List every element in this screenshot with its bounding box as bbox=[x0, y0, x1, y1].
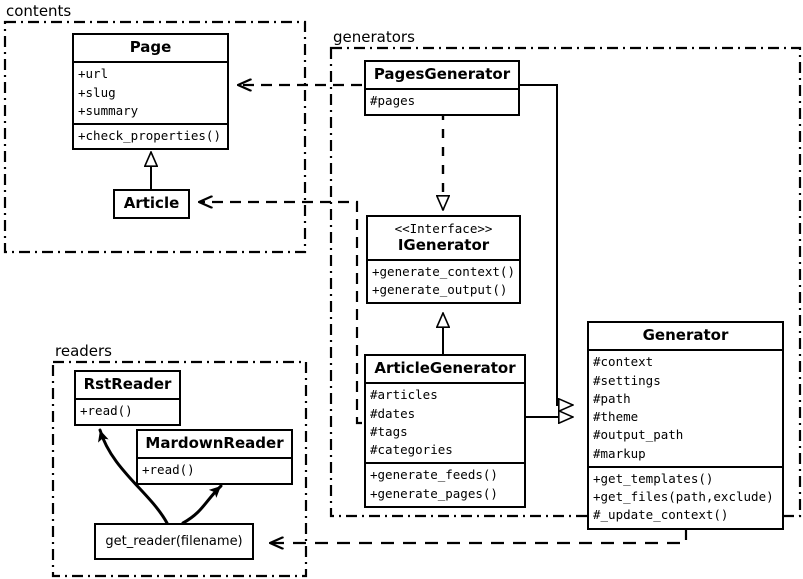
class-attributes-article-generator: #articles #dates #tags #categories bbox=[366, 382, 524, 462]
attribute-output-path: #output_path bbox=[593, 427, 684, 443]
package-label-contents: contents bbox=[4, 2, 74, 20]
class-title-article: Article bbox=[123, 194, 180, 212]
operation-generate-feeds: +generate_feeds() bbox=[370, 467, 498, 483]
operation-generate-context: +generate_context() bbox=[372, 263, 515, 279]
attribute-context: #context bbox=[593, 354, 654, 370]
edge-get-reader-to-mardownreader bbox=[181, 484, 223, 525]
class-box-rst-reader[interactable]: RstReader +read() bbox=[74, 370, 181, 426]
class-title-generator: Generator bbox=[642, 326, 729, 344]
operation-generate-pages: +generate_pages() bbox=[370, 485, 498, 501]
class-box-article-generator[interactable]: ArticleGenerator #articles #dates #tags … bbox=[364, 354, 526, 508]
attribute-slug: +slug bbox=[78, 84, 116, 100]
operation-get-files: +get_files(path,exclude) bbox=[593, 489, 774, 504]
operation-generate-output: +generate_output() bbox=[372, 282, 508, 298]
attribute-url: +url bbox=[78, 66, 109, 82]
class-box-mardown-reader[interactable]: MardownReader +read() bbox=[136, 429, 293, 485]
attribute-tags: #tags bbox=[370, 423, 408, 439]
class-box-igenerator[interactable]: <<Interface>> IGenerator +generate_conte… bbox=[366, 215, 521, 305]
class-box-generator[interactable]: Generator #context #settings #path #them… bbox=[587, 321, 784, 530]
class-title-rst-reader: RstReader bbox=[83, 375, 172, 393]
package-label-generators: generators bbox=[331, 28, 417, 46]
class-box-pages-generator[interactable]: PagesGenerator #pages bbox=[364, 60, 520, 116]
attribute-settings: #settings bbox=[593, 372, 661, 388]
function-box-get-reader[interactable]: get_reader(filename) bbox=[94, 523, 254, 560]
package-label-readers: readers bbox=[53, 342, 114, 360]
class-stereotype-igenerator: <<Interface>> bbox=[394, 221, 493, 236]
attribute-categories: #categories bbox=[370, 442, 453, 457]
class-operations-rst-reader: +read() bbox=[76, 398, 179, 423]
attribute-articles: #articles bbox=[370, 387, 438, 403]
attribute-dates: #dates bbox=[370, 405, 416, 421]
function-label-get-reader: get_reader(filename) bbox=[105, 534, 243, 549]
attribute-theme: #theme bbox=[593, 409, 639, 424]
attribute-path: #path bbox=[593, 390, 631, 406]
attribute-markup: #markup bbox=[593, 445, 646, 461]
operation-get-templates: +get_templates() bbox=[593, 470, 714, 486]
operation-check-properties: +check_properties() bbox=[78, 128, 221, 143]
class-box-page[interactable]: Page +url +slug +summary +check_properti… bbox=[72, 33, 229, 151]
class-title-igenerator: <<Interface>> IGenerator bbox=[368, 217, 519, 259]
operation-mardown-read: +read() bbox=[142, 462, 195, 478]
class-attributes-pages-generator: #pages bbox=[366, 88, 518, 113]
class-title-article-generator: ArticleGenerator bbox=[374, 359, 516, 377]
class-operations-article-generator: +generate_feeds() +generate_pages() bbox=[366, 462, 524, 506]
operation-rst-read: +read() bbox=[80, 403, 133, 419]
class-operations-mardown-reader: +read() bbox=[138, 457, 291, 482]
class-attributes-generator: #context #settings #path #theme #output_… bbox=[589, 349, 782, 466]
edge-pagesgenerator-to-generator bbox=[519, 84, 573, 405]
class-title-pages-generator: PagesGenerator bbox=[373, 65, 511, 83]
class-attributes-page: +url +slug +summary bbox=[74, 61, 227, 123]
edge-articlegenerator-uses-article bbox=[199, 202, 362, 425]
class-box-article[interactable]: Article bbox=[113, 189, 190, 220]
class-title-mardown-reader: MardownReader bbox=[145, 434, 284, 452]
class-operations-generator: +get_templates() +get_files(path,exclude… bbox=[589, 465, 782, 528]
class-name-igenerator: IGenerator bbox=[397, 235, 490, 254]
class-title-page: Page bbox=[129, 38, 172, 56]
attribute-summary: +summary bbox=[78, 102, 139, 118]
attribute-pages: #pages bbox=[370, 93, 416, 109]
class-operations-igenerator: +generate_context() +generate_output() bbox=[368, 258, 519, 303]
class-operations-page: +check_properties() bbox=[74, 123, 227, 148]
operation-update-context: #_update_context() bbox=[593, 507, 729, 523]
